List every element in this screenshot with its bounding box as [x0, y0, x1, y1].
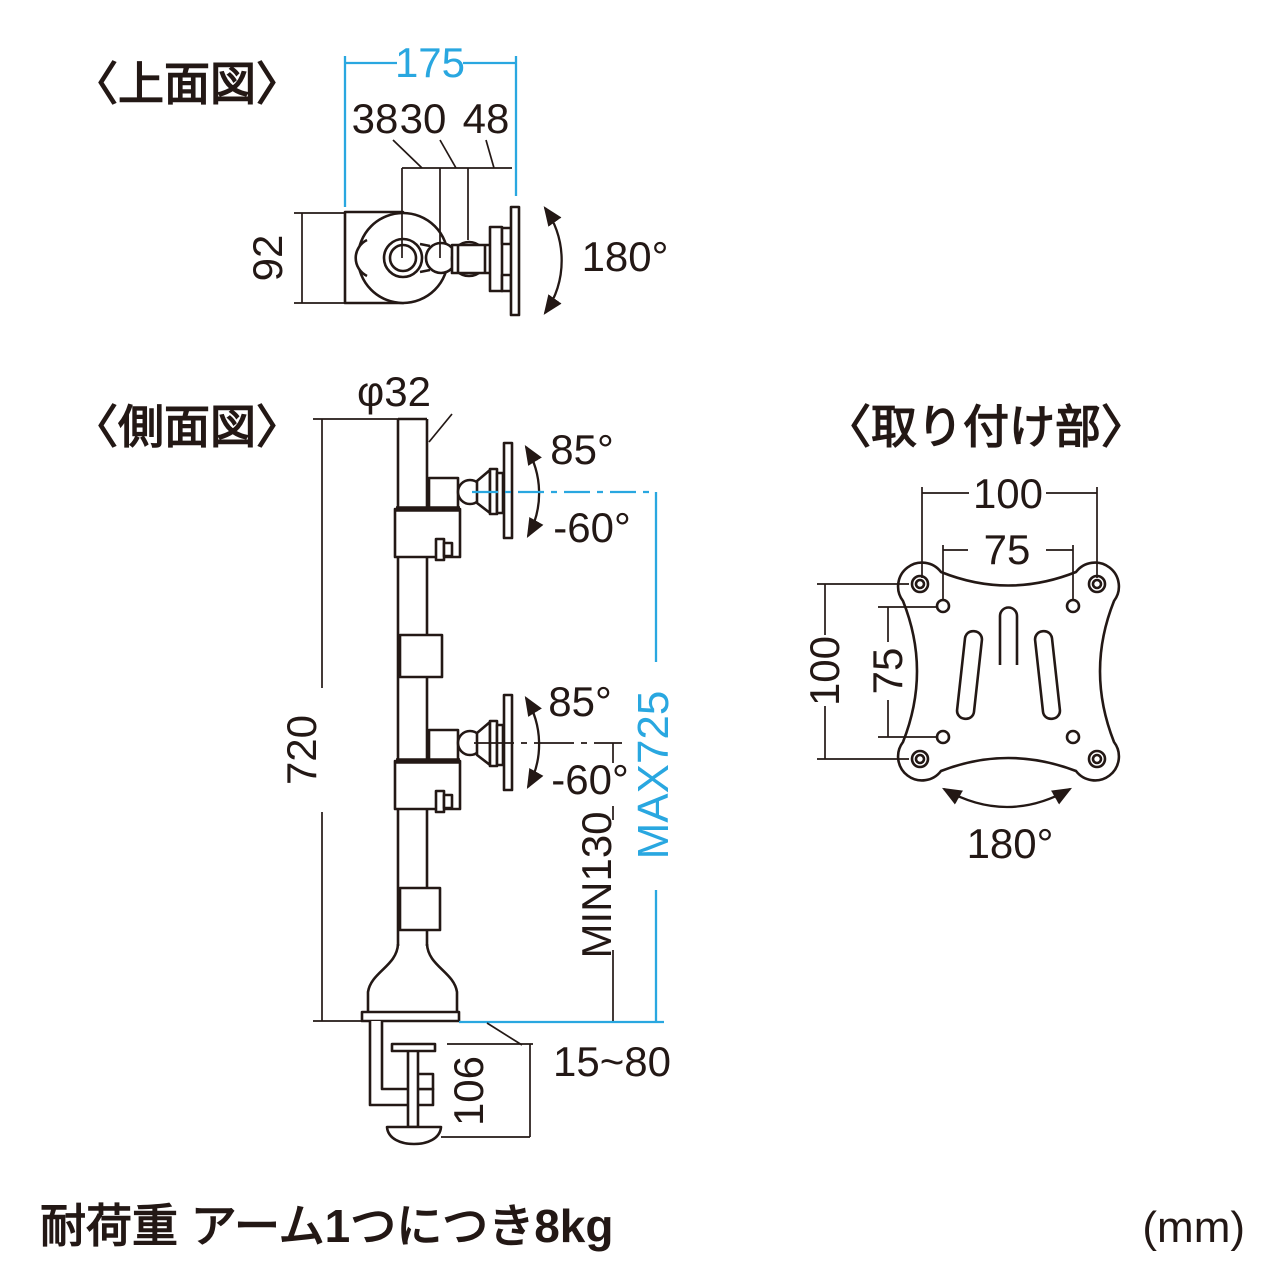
dim-phi32-label: φ32	[357, 368, 431, 415]
dim-38-30-48: 38 30 48	[352, 95, 512, 258]
upper-tilt-down-label: -60°	[553, 504, 631, 551]
vesa-plate	[896, 561, 1121, 809]
upper-arm	[393, 441, 544, 562]
side-view: 〈側面図〉	[72, 368, 678, 1146]
vesa-slot-left	[955, 629, 984, 721]
vesa-slot-right	[1033, 629, 1062, 721]
unit-note: (mm)	[1142, 1203, 1245, 1252]
dim-mount-100-h-label: 100	[973, 470, 1043, 517]
dim-mount-100-v-label: 100	[801, 636, 848, 706]
upper-vesa-plate	[502, 441, 514, 540]
base-disc	[360, 1010, 461, 1023]
mount-rotation-label: 180°	[967, 820, 1054, 867]
vesa-hole-100-tl	[910, 574, 930, 594]
dim-mount-75-h: 75	[942, 526, 1074, 600]
desk-clamp	[368, 1021, 443, 1146]
dim-mount-100-v: 100	[801, 583, 909, 760]
footer: 耐荷重 アーム1つにつき8kg (mm)	[40, 1200, 1245, 1252]
dim-48-label: 48	[463, 95, 510, 142]
dim-720: 720	[278, 418, 398, 1022]
dim-30-label: 30	[400, 95, 447, 142]
top-view: 〈上面図〉 175	[72, 39, 669, 317]
dim-mount-75-v-label: 75	[864, 648, 911, 695]
upper-tilt-up-label: 85°	[550, 426, 614, 473]
vesa-keyhole-slot	[998, 606, 1019, 665]
lower-arm-bracket	[427, 728, 460, 762]
base-trumpet	[366, 943, 400, 1012]
vesa-plate-outline	[896, 561, 1121, 782]
mount-rotation-arc	[942, 787, 1072, 809]
pole-core-inner	[388, 243, 418, 273]
dim-max725-label: MAX725	[629, 691, 678, 860]
dim-desk-thickness: 15~80	[447, 1022, 671, 1085]
vesa-plate-edge-top-view	[509, 205, 521, 317]
dim-106-label: 106	[445, 1056, 492, 1126]
dim-desk-thickness-label: 15~80	[553, 1038, 671, 1085]
vesa-hole-75-bl	[935, 729, 951, 745]
mount-view-title: 〈取り付け部〉	[825, 401, 1147, 453]
vesa-hole-100-br	[1087, 749, 1107, 769]
vesa-hole-100-bl	[910, 749, 930, 769]
clamp-pad	[390, 1042, 437, 1053]
dim-max725: MAX725	[459, 490, 678, 1024]
dim-720-label: 720	[278, 715, 325, 785]
dim-38-label: 38	[352, 95, 399, 142]
clamp-knob	[385, 1125, 443, 1146]
top-view-title: 〈上面図〉	[72, 58, 302, 110]
mount-view: 〈取り付け部〉 100	[801, 401, 1147, 867]
dim-mount-75-v: 75	[864, 606, 936, 738]
spacer-block-2	[398, 886, 442, 932]
dim-106: 106	[441, 1044, 531, 1138]
vesa-hole-75-br	[1065, 729, 1081, 745]
lug-line-top	[419, 242, 431, 248]
clamp-screw	[406, 1048, 420, 1129]
upper-arm-bracket	[427, 476, 460, 510]
dim-175-label: 175	[395, 39, 465, 86]
dim-phi32: φ32	[357, 368, 453, 443]
spacer-block-1	[398, 633, 444, 679]
lower-arm	[393, 693, 544, 814]
load-capacity-note: 耐荷重 アーム1つにつき8kg	[40, 1200, 614, 1252]
swivel-arc	[543, 206, 563, 315]
tilt-bracket-top-view	[488, 225, 504, 293]
lower-tilt-up-label: 85°	[548, 678, 612, 725]
dim-min130-label: MIN130	[573, 811, 620, 958]
collar-notch	[354, 238, 368, 278]
swivel-angle-label: 180°	[582, 233, 669, 280]
dim-mount-75-h-label: 75	[984, 526, 1031, 573]
lug-line-bottom	[419, 268, 431, 274]
clamp-frame	[368, 1021, 435, 1107]
lower-tilt-down-label: -60°	[551, 756, 629, 803]
dim-175: 175	[343, 39, 518, 207]
dim-min130: MIN130	[474, 742, 622, 1021]
top-view-drawing	[343, 205, 563, 317]
side-view-title: 〈側面図〉	[72, 401, 302, 453]
dim-92-label: 92	[244, 235, 291, 282]
dim-mount-100-h: 100	[921, 470, 1098, 578]
dim-92: 92	[244, 212, 345, 304]
